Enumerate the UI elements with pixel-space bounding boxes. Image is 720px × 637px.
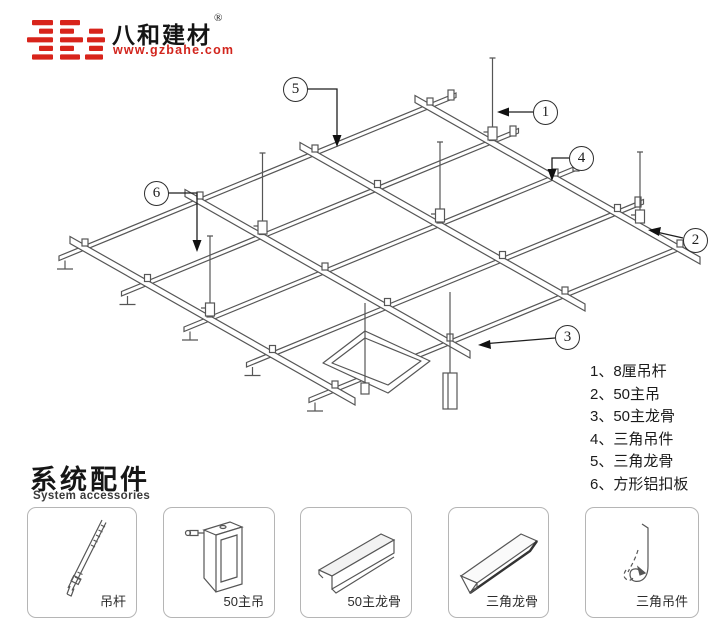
section-subtitle: System accessories (33, 490, 151, 502)
accessory-label: 三角龙骨 (485, 594, 538, 609)
accessory-label: 50主吊 (223, 594, 264, 609)
section-title: 系统配件 (30, 465, 150, 495)
hanger-rod-group (201, 57, 646, 317)
main-keel-illustration (317, 533, 396, 594)
accessory-card-triangle-keel: 三角龙骨 (448, 507, 549, 618)
triangle-clip-illustration (623, 523, 649, 582)
brand-logo-mark-icon (27, 20, 105, 60)
triangle-keel-illustration (459, 533, 539, 595)
callout-5: 5 (283, 77, 308, 102)
accessory-label: 吊杆 (99, 594, 126, 609)
registered-trademark-icon: ® (214, 12, 225, 24)
brand-name: 八和建材® (112, 12, 225, 48)
accessory-card-main-hanger: 50主吊 (163, 507, 275, 618)
callout-1: 1 (533, 100, 558, 125)
brand-url: www.gzbahe.com (113, 43, 235, 57)
legend-item-2: 2、50主吊 (590, 385, 661, 403)
callout-3: 3 (555, 325, 580, 350)
brand-logo: 八和建材® www.gzbahe.com (0, 0, 280, 70)
legend-item-4: 4、三角吊件 (590, 430, 674, 448)
square-panel (322, 292, 458, 410)
main-keel-group (69, 94, 701, 407)
accessory-card-main-keel: 50主龙骨 (300, 507, 412, 618)
callout-leader-lines (168, 88, 684, 349)
callout-6: 6 (144, 181, 169, 206)
ceiling-assembly-diagram (57, 57, 707, 412)
accessory-label: 50主龙骨 (347, 594, 401, 609)
accessory-label: 三角吊件 (635, 594, 688, 609)
hanging-rod-illustration (66, 519, 107, 597)
legend-item-6: 6、方形铝扣板 (590, 475, 689, 493)
legend-item-3: 3、50主龙骨 (590, 408, 676, 426)
accessory-card-hanging-rod: 吊杆 (27, 507, 137, 618)
main-hanger-illustration (184, 521, 244, 593)
accessory-card-triangle-clip: 三角吊件 (585, 507, 699, 618)
callout-4: 4 (569, 146, 594, 171)
legend-item-5: 5、三角龙骨 (590, 453, 674, 471)
legend-item-1: 1、8厘吊杆 (590, 363, 667, 380)
legend-list: 1、8厘吊杆 2、50主吊 3、50主龙骨 4、三角吊件 5、三角龙骨 6、方形… (590, 361, 718, 497)
callout-2: 2 (683, 228, 708, 253)
